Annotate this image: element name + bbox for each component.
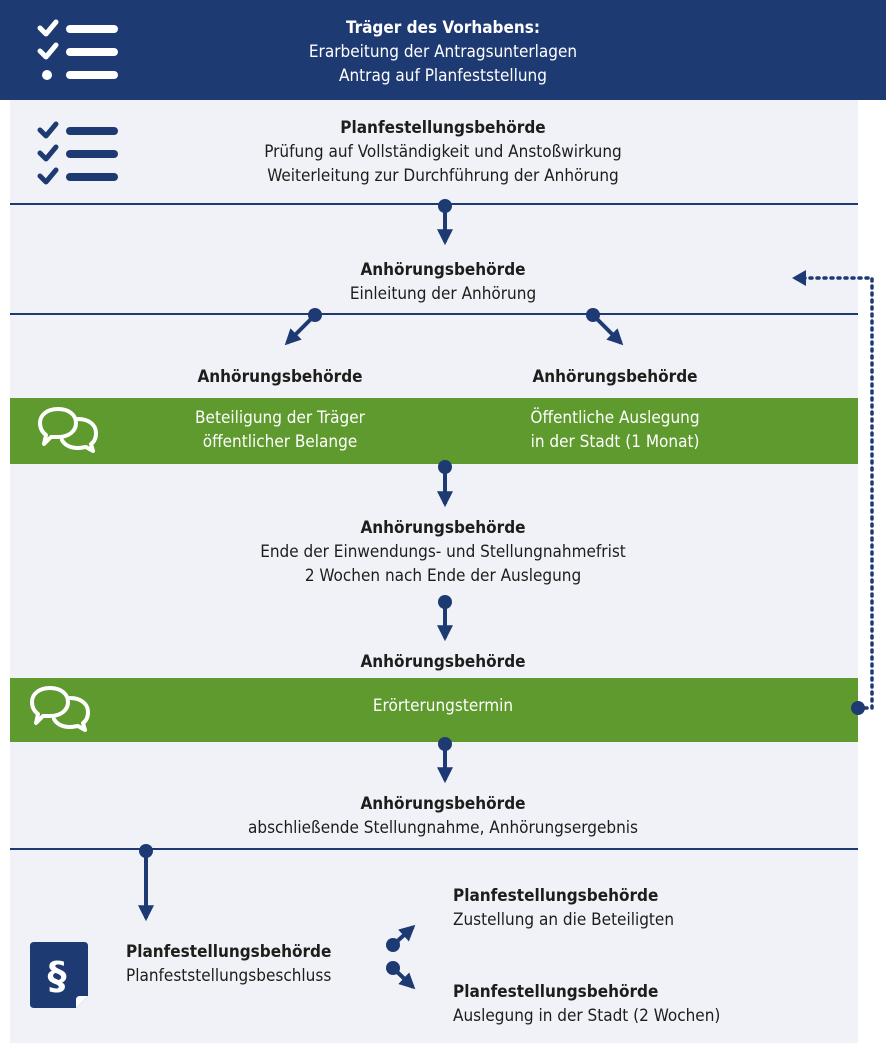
step-3-text: Anhörungsbehörde Einleitung der Anhörung [0,258,886,306]
paragraph-document-icon: § [30,942,88,1008]
step-1-title: Träger des Vorhabens: [346,18,540,38]
step-9b-title: Planfestellungsbehörde [453,982,659,1002]
step-1-line-2: Antrag auf Planfeststellung [339,66,547,86]
speech-bubbles-icon [30,686,90,732]
step-7-line-1: abschließende Stellungnahme, Anhörungser… [247,818,638,838]
speech-bubbles-icon [38,407,98,453]
step-7-text: Anhörungsbehörde abschließende Stellungn… [0,792,886,840]
step-1-text: Träger des Vorhabens: Erarbeitung der An… [0,16,886,88]
step-6-band [10,678,858,742]
connector-5-to-6 [437,595,453,642]
step-8-text: Planfestellungsbehörde Planfeststellungs… [126,940,331,988]
connector-8-to-9b [386,961,416,990]
step-4-right-text: Öffentliche Auslegung in der Stadt (1 Mo… [465,406,765,454]
diagram-background [10,0,858,1043]
step-4-left-title: Anhörungsbehörde [197,367,363,387]
connector-8-to-9a [386,924,416,952]
step-2-line-1: Prüfung auf Vollständigkeit und Anstoßwi… [264,142,622,162]
step-4-band [10,398,858,464]
step-4-right-line-1: Öffentliche Auslegung [530,408,700,428]
connector-2-to-3 [437,199,453,246]
step-5-title: Anhörungsbehörde [360,518,526,538]
checklist-all-checked-icon [37,121,118,185]
connector-7-to-8 [138,844,154,922]
step-8-title: Planfestellungsbehörde [126,942,332,962]
step-6-title: Anhörungsbehörde [360,652,526,672]
step-2-text: Planfestellungsbehörde Prüfung auf Volls… [0,116,886,188]
step-3-line-1: Einleitung der Anhörung [349,284,537,304]
step-9b-text: Planfestellungsbehörde Auslegung in der … [453,980,720,1028]
step-2-title: Planfestellungsbehörde [340,118,546,138]
step-9a-text: Planfestellungsbehörde Zustellung an die… [453,884,674,932]
connector-3-to-4-right [586,308,624,346]
step-4-left-line-1: Beteiligung der Träger [195,408,365,428]
step-7-title: Anhörungsbehörde [360,794,526,814]
step-3-title: Anhörungsbehörde [360,260,526,280]
step-1-band [0,0,886,100]
svg-text:§: § [48,954,67,998]
step-4-right-title: Anhörungsbehörde [532,367,698,387]
step-4-right-line-2: in der Stadt (1 Monat) [530,432,700,452]
step-6-line-1: Erörterungstermin [372,696,514,716]
divider-3 [10,848,858,850]
connector-4-to-5 [437,460,453,508]
step-6-text: Erörterungstermin [0,694,886,718]
step-4-left-text: Beteiligung der Träger öffentlicher Bela… [130,406,430,454]
step-5-line-1: Ende der Einwendungs- und Stellungnahmef… [260,542,626,562]
step-8-line-1: Planfeststellungsbeschluss [126,966,332,986]
step-2-line-2: Weiterleitung zur Durchführung der Anhör… [267,166,619,186]
step-5-line-2: 2 Wochen nach Ende der Auslegung [304,566,582,586]
connector-6-to-7 [437,737,453,784]
step-1-line-1: Erarbeitung der Antragsunterlagen [308,42,578,62]
feedback-loop-connector [792,270,874,715]
step-5-text: Anhörungsbehörde Ende der Einwendungs- u… [0,516,886,588]
step-4-left-line-2: öffentlicher Belange [202,432,358,452]
divider-1 [10,203,858,205]
step-9a-title: Planfestellungsbehörde [453,886,659,906]
step-9a-line-1: Zustellung an die Beteiligten [453,910,675,930]
step-6-title-block: Anhörungsbehörde [0,650,886,674]
step-9b-line-1: Auslegung in der Stadt (2 Wochen) [453,1006,721,1026]
divider-2 [10,313,858,315]
connector-3-to-4-left [284,308,322,346]
checklist-icon [37,19,118,80]
